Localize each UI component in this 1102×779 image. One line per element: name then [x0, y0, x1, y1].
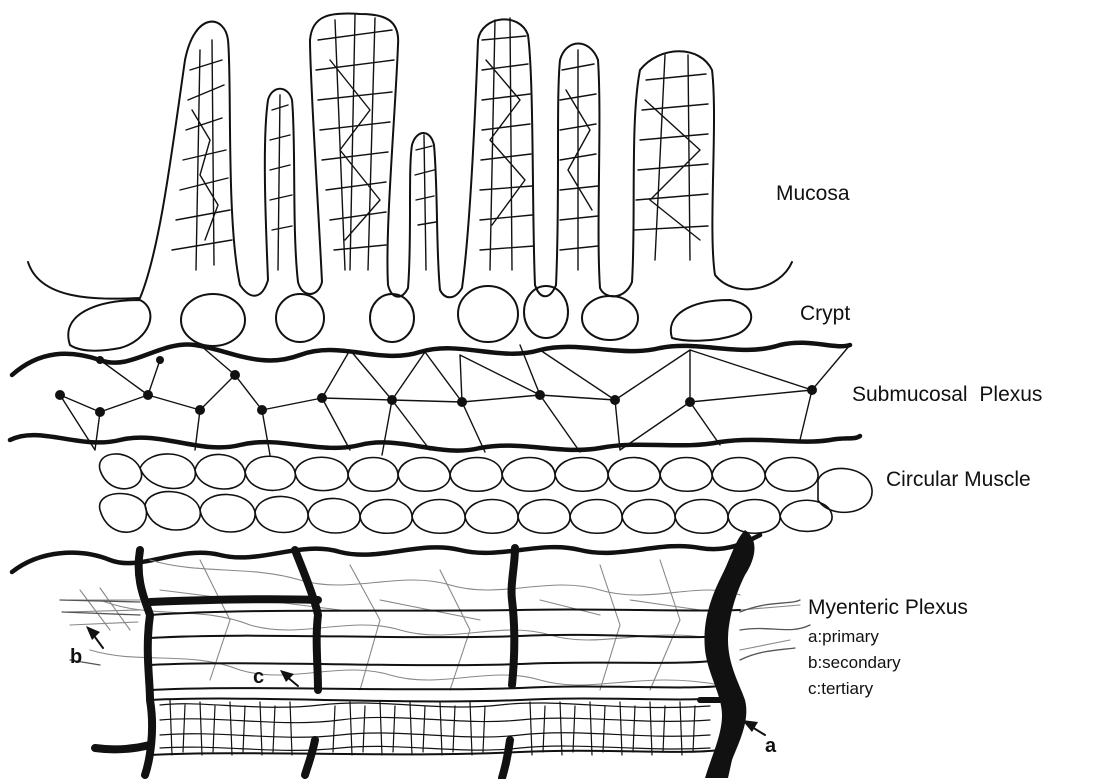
circular-muscle-label: Circular Muscle	[886, 468, 1031, 492]
secondary-legend-label: b:secondary	[808, 652, 901, 674]
submucosal-plexus-label: Submucosal Plexus	[852, 383, 1042, 407]
primary-nerve-trunk-main	[704, 530, 754, 778]
mucosa-label: Mucosa	[776, 182, 850, 206]
circular-muscle-cells	[100, 454, 873, 533]
submucosa-upper-boundary	[12, 343, 850, 375]
villus-capillary-network	[172, 15, 708, 270]
crypt-label: Crypt	[800, 302, 850, 326]
arrow-b-head	[86, 626, 100, 640]
tertiary-fiber-mesh	[65, 560, 800, 690]
primary-legend-label: a:primary	[808, 626, 879, 648]
tertiary-legend-label: c:tertiary	[808, 678, 873, 700]
circular-muscle-lower-boundary	[12, 535, 760, 572]
villi-outline	[28, 13, 792, 298]
pointer-c-label: c	[253, 666, 264, 689]
crypt-cells	[68, 286, 751, 351]
submucosal-nerve-network	[60, 345, 850, 455]
submucosa-lower-boundary	[10, 435, 860, 451]
longitudinal-muscle-cells	[160, 700, 710, 755]
pointer-b-label: b	[70, 646, 82, 669]
myenteric-plexus-label: Myenteric Plexus	[808, 596, 968, 620]
submucosal-ganglia	[55, 356, 817, 417]
pointer-a-label: a	[765, 735, 776, 758]
